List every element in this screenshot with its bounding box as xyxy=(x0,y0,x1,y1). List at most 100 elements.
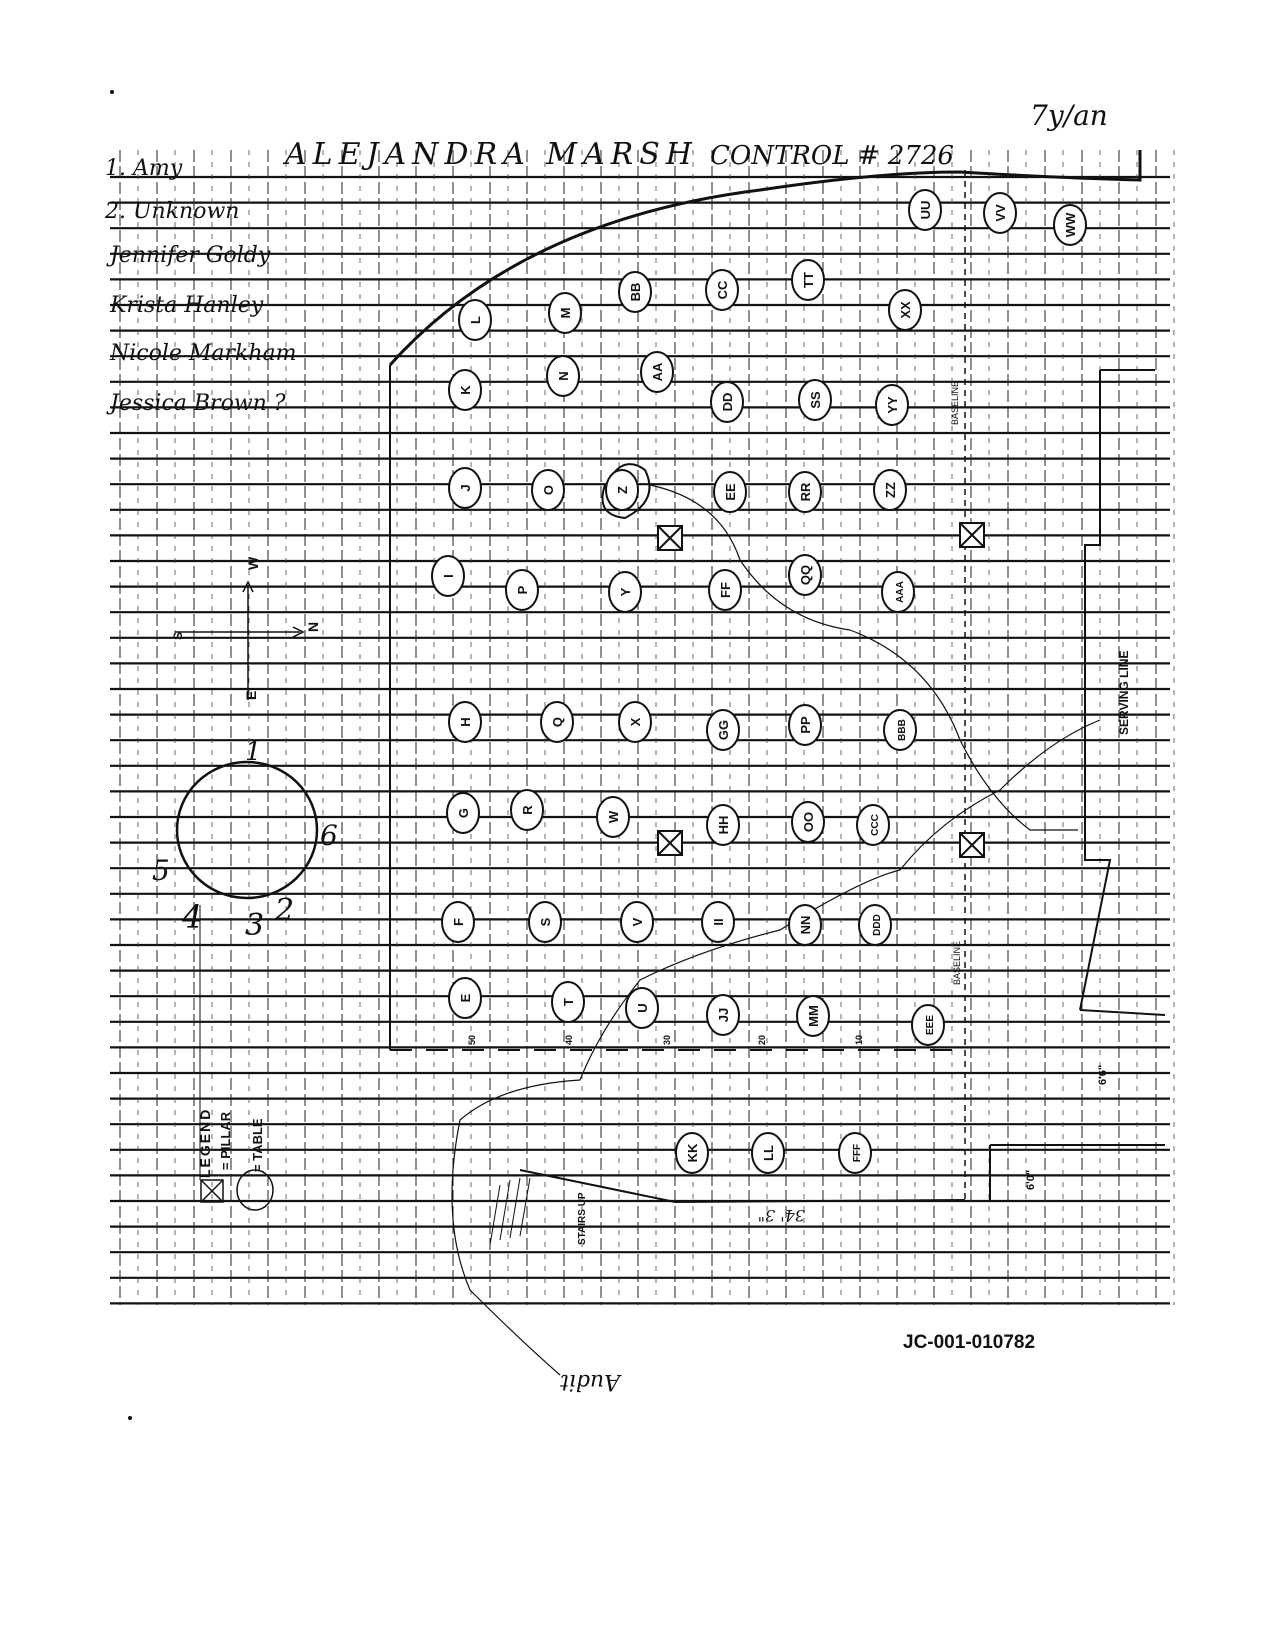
table-circle xyxy=(448,369,482,411)
table-label: G xyxy=(456,808,471,818)
table-circle xyxy=(706,804,740,846)
table-ddd: DDD xyxy=(858,904,892,946)
table-label: H xyxy=(458,717,473,726)
seat-number: 1 xyxy=(245,737,262,767)
table-rr: RR xyxy=(788,471,822,513)
table-label: DDD xyxy=(872,914,883,936)
seat-number: 2 xyxy=(274,893,294,928)
table-circle xyxy=(448,977,482,1019)
table-mm: MM xyxy=(796,995,830,1037)
table-label: MM xyxy=(806,1005,821,1027)
table-label: BB xyxy=(628,283,643,302)
compass-north: N xyxy=(305,622,321,632)
table-label: T xyxy=(561,998,576,1006)
table-oo: OO xyxy=(791,801,825,843)
table-f: F xyxy=(441,901,475,943)
table-ss: SS xyxy=(798,379,832,421)
table-circle xyxy=(796,995,830,1037)
table-circle xyxy=(596,796,630,838)
table-k: K xyxy=(448,369,482,411)
table-ee: EE xyxy=(713,471,747,513)
table-gg: GG xyxy=(706,709,740,751)
table-label: S xyxy=(538,917,553,926)
witness-item: Jennifer Goldy xyxy=(106,243,271,268)
table-seating-sketch: 1 2 3 4 5 6 xyxy=(152,737,338,1180)
baseline-label: BASELINE xyxy=(952,941,962,985)
table-circle xyxy=(705,269,739,311)
table-circle xyxy=(448,467,482,509)
table-fff: FFF xyxy=(838,1132,872,1174)
table-l: L xyxy=(458,299,492,341)
table-label: CCC xyxy=(870,814,881,836)
table-label: BBB xyxy=(897,719,908,741)
table-eee: EEE xyxy=(911,1004,945,1046)
table-circle xyxy=(788,554,822,596)
seat-number: 4 xyxy=(181,898,202,936)
table-label: WW xyxy=(1063,212,1078,237)
tick-label: 50 xyxy=(467,1035,477,1045)
table-label: M xyxy=(558,308,573,319)
table-circle xyxy=(446,792,480,834)
table-bb: BB xyxy=(618,271,652,313)
table-label: HH xyxy=(716,816,731,835)
pillar-icon xyxy=(959,522,985,548)
table-label: UU xyxy=(918,201,933,220)
seat-number: 5 xyxy=(152,854,170,887)
table-nn: NN xyxy=(788,904,822,946)
table-i: I xyxy=(431,555,465,597)
witness-list: 1. Amy 2. Unknown Jennifer Goldy Krista … xyxy=(104,156,297,416)
table-label: O xyxy=(541,485,556,495)
tick-label: 30 xyxy=(662,1035,672,1045)
table-n: N xyxy=(546,355,580,397)
table-circle xyxy=(881,571,915,613)
table-label: J xyxy=(458,484,473,491)
table-circle xyxy=(1053,204,1087,246)
tick-label: 20 xyxy=(757,1035,767,1045)
table-label: LL xyxy=(761,1145,776,1161)
table-label: OO xyxy=(801,812,816,832)
initials: 7y/an xyxy=(1030,99,1108,132)
table-circle xyxy=(856,804,890,846)
table-e: E xyxy=(448,977,482,1019)
pillars xyxy=(657,522,985,858)
table-u: U xyxy=(625,987,659,1029)
table-g: G xyxy=(446,792,480,834)
table-circle xyxy=(706,709,740,751)
table-label: ZZ xyxy=(883,482,898,498)
table-label: RR xyxy=(798,482,813,501)
table-label: FFF xyxy=(852,1144,863,1162)
witness-item: Nicole Markham xyxy=(109,341,297,366)
table-label: N xyxy=(556,371,571,380)
table-label: E xyxy=(458,993,473,1002)
table-yy: YY xyxy=(875,384,909,426)
table-m: M xyxy=(548,292,582,334)
table-label: F xyxy=(451,918,466,926)
walk-path xyxy=(451,463,1101,1376)
scan-dot xyxy=(110,90,114,94)
pillar-icon xyxy=(657,525,683,551)
table-o: O xyxy=(531,469,565,511)
title-control: CONTROL # 2726 xyxy=(710,141,954,171)
table-circle xyxy=(791,259,825,301)
table-label: W xyxy=(606,810,621,823)
witness-item: Krista Hanley xyxy=(109,293,264,318)
table-circle xyxy=(706,994,740,1036)
table-ii: II xyxy=(701,901,735,943)
table-jj: JJ xyxy=(706,994,740,1036)
table-label: EE xyxy=(723,483,738,501)
table-circle xyxy=(510,789,544,831)
table-t: T xyxy=(551,981,585,1023)
grid-paper xyxy=(110,150,1175,1305)
table-circle xyxy=(708,569,742,611)
table-label: NN xyxy=(798,916,813,935)
table-cc: CC xyxy=(705,269,739,311)
table-z: Z xyxy=(605,469,639,511)
table-circle xyxy=(838,1132,872,1174)
compass-south: S xyxy=(171,632,185,640)
serving-line-label: SERVING LINE xyxy=(1117,651,1131,735)
table-circle xyxy=(618,271,652,313)
table-ff: FF xyxy=(708,569,742,611)
table-circle xyxy=(540,701,574,743)
measure-6-6: 6'6" xyxy=(1097,1065,1109,1085)
